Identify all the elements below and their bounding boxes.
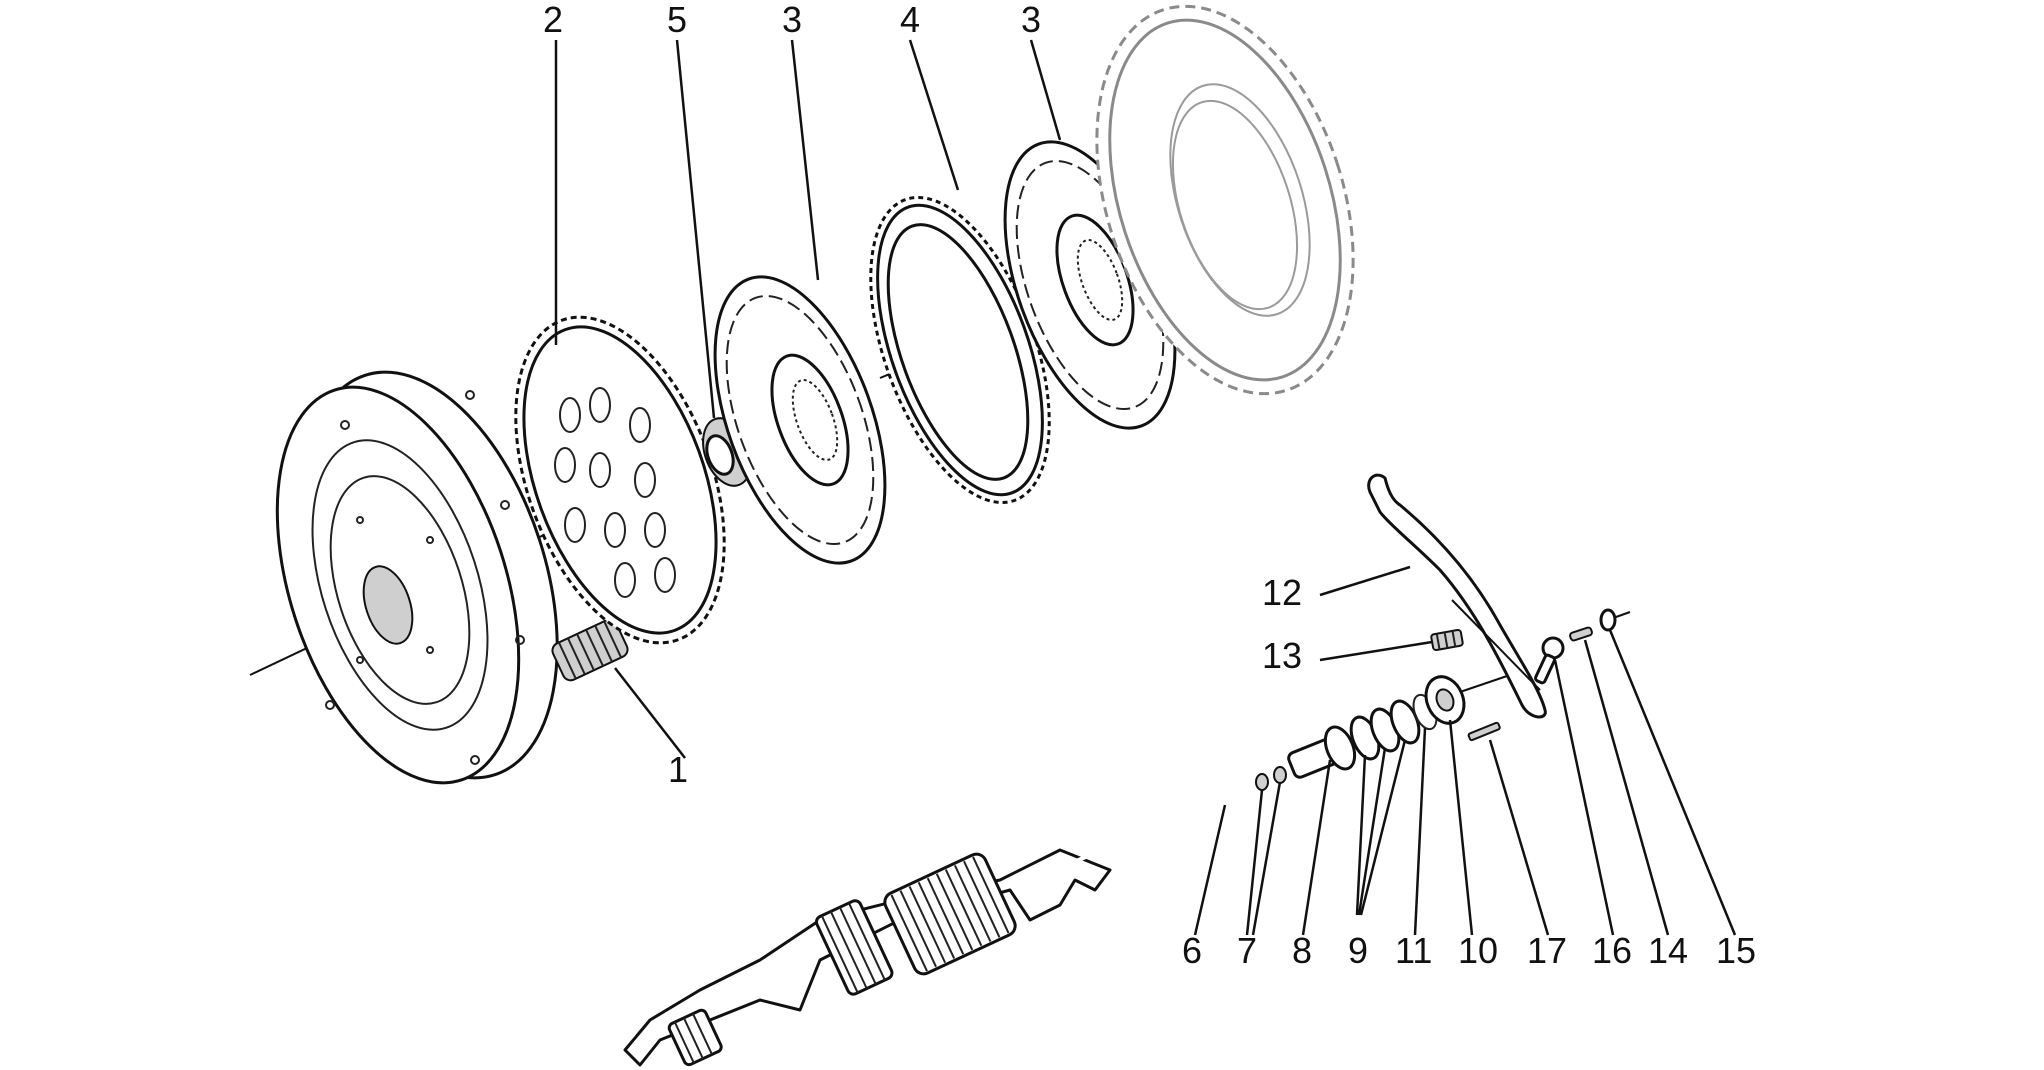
callout-labels: 1 2 3 3 4 5 6 7 8 9 10 11 12 13 14 15 16… xyxy=(543,0,1756,971)
callout-10: 10 xyxy=(1458,930,1498,971)
pivot-bolt-part-16 xyxy=(1534,636,1565,685)
leader-lines xyxy=(554,39,1737,936)
callout-12: 12 xyxy=(1262,572,1302,613)
spring-pin-part-17 xyxy=(1467,721,1501,742)
flywheel xyxy=(275,370,559,785)
steel-plate-part-4 xyxy=(869,195,1051,505)
washers-part-9 xyxy=(1349,699,1421,761)
pin-part-7 xyxy=(1255,766,1287,791)
housing-ring-gear xyxy=(1095,4,1355,396)
friction-disc-part-3-left xyxy=(713,275,887,565)
piston-part-8 xyxy=(1287,725,1357,779)
callout-1: 1 xyxy=(668,749,688,790)
washer-part-15 xyxy=(1599,608,1631,632)
bearing-part-10 xyxy=(1424,674,1511,725)
callout-3-left: 3 xyxy=(782,0,802,40)
spring-part-1 xyxy=(551,618,629,682)
callout-5: 5 xyxy=(667,0,687,40)
callout-6: 6 xyxy=(1182,930,1202,971)
callout-7: 7 xyxy=(1237,930,1257,971)
callout-15: 15 xyxy=(1716,930,1756,971)
callout-17: 17 xyxy=(1527,930,1567,971)
callout-9: 9 xyxy=(1348,930,1368,971)
drive-plate-part-2 xyxy=(514,315,726,645)
pin-part-14 xyxy=(1569,626,1593,642)
callout-4: 4 xyxy=(900,0,920,40)
callout-2: 2 xyxy=(543,0,563,40)
main-shaft xyxy=(623,848,1112,1067)
push-rod-part-6 xyxy=(1053,783,1257,872)
callout-8: 8 xyxy=(1292,930,1312,971)
screw-part-13 xyxy=(1430,628,1464,652)
callout-16: 16 xyxy=(1592,930,1632,971)
callout-14: 14 xyxy=(1648,930,1688,971)
callout-13: 13 xyxy=(1262,635,1302,676)
callout-11: 11 xyxy=(1395,930,1432,971)
clutch-lever-part-12 xyxy=(1367,473,1547,719)
callout-3-right: 3 xyxy=(1021,0,1041,40)
